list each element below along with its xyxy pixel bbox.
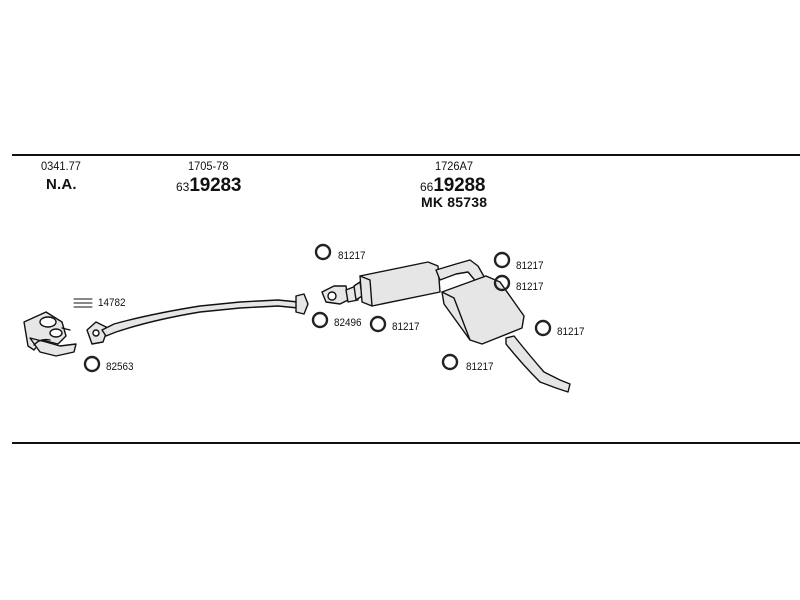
- col3-extra: MK 85738: [421, 194, 488, 210]
- ring-icon: [493, 274, 511, 292]
- label-81217-d: 81217: [516, 281, 544, 293]
- col2-code: 1705-78: [188, 159, 229, 173]
- label-81217-e: 81217: [557, 326, 585, 338]
- ring-icon: [83, 355, 101, 373]
- ring-icon: [441, 353, 459, 371]
- col2-prefix: 63: [176, 180, 190, 194]
- col3-part-number: 6619288: [420, 176, 485, 195]
- label-81217-f: 81217: [466, 361, 494, 373]
- label-82496: 82496: [334, 317, 362, 329]
- ring-icon: [369, 315, 387, 333]
- pipe-clamp-part: [321, 285, 359, 305]
- col3-prefix: 66: [420, 180, 434, 194]
- top-divider: [12, 154, 800, 156]
- label-82563: 82563: [106, 361, 134, 373]
- col3-number: 19288: [433, 175, 486, 196]
- ring-icon: [493, 251, 511, 269]
- manifold-part: [23, 311, 77, 357]
- label-81217-a: 81217: [338, 250, 366, 262]
- col1-note: N.A.: [46, 176, 77, 193]
- ring-icon: [534, 319, 552, 337]
- label-14782: 14782: [98, 297, 126, 309]
- label-81217-c: 81217: [516, 260, 544, 272]
- col2-number: 19283: [189, 175, 242, 196]
- ring-icon: [314, 243, 332, 261]
- ring-icon: [311, 311, 329, 329]
- bottom-divider: [12, 442, 800, 444]
- label-81217-b: 81217: [392, 321, 420, 333]
- bolt-symbol: [73, 298, 93, 308]
- col3-code: 1726A7: [435, 159, 474, 173]
- front-pipe-part: [101, 293, 309, 337]
- rear-silencer-assembly-part: [353, 259, 571, 393]
- col2-part-number: 6319283: [176, 176, 241, 195]
- col1-code: 0341.77: [41, 159, 81, 173]
